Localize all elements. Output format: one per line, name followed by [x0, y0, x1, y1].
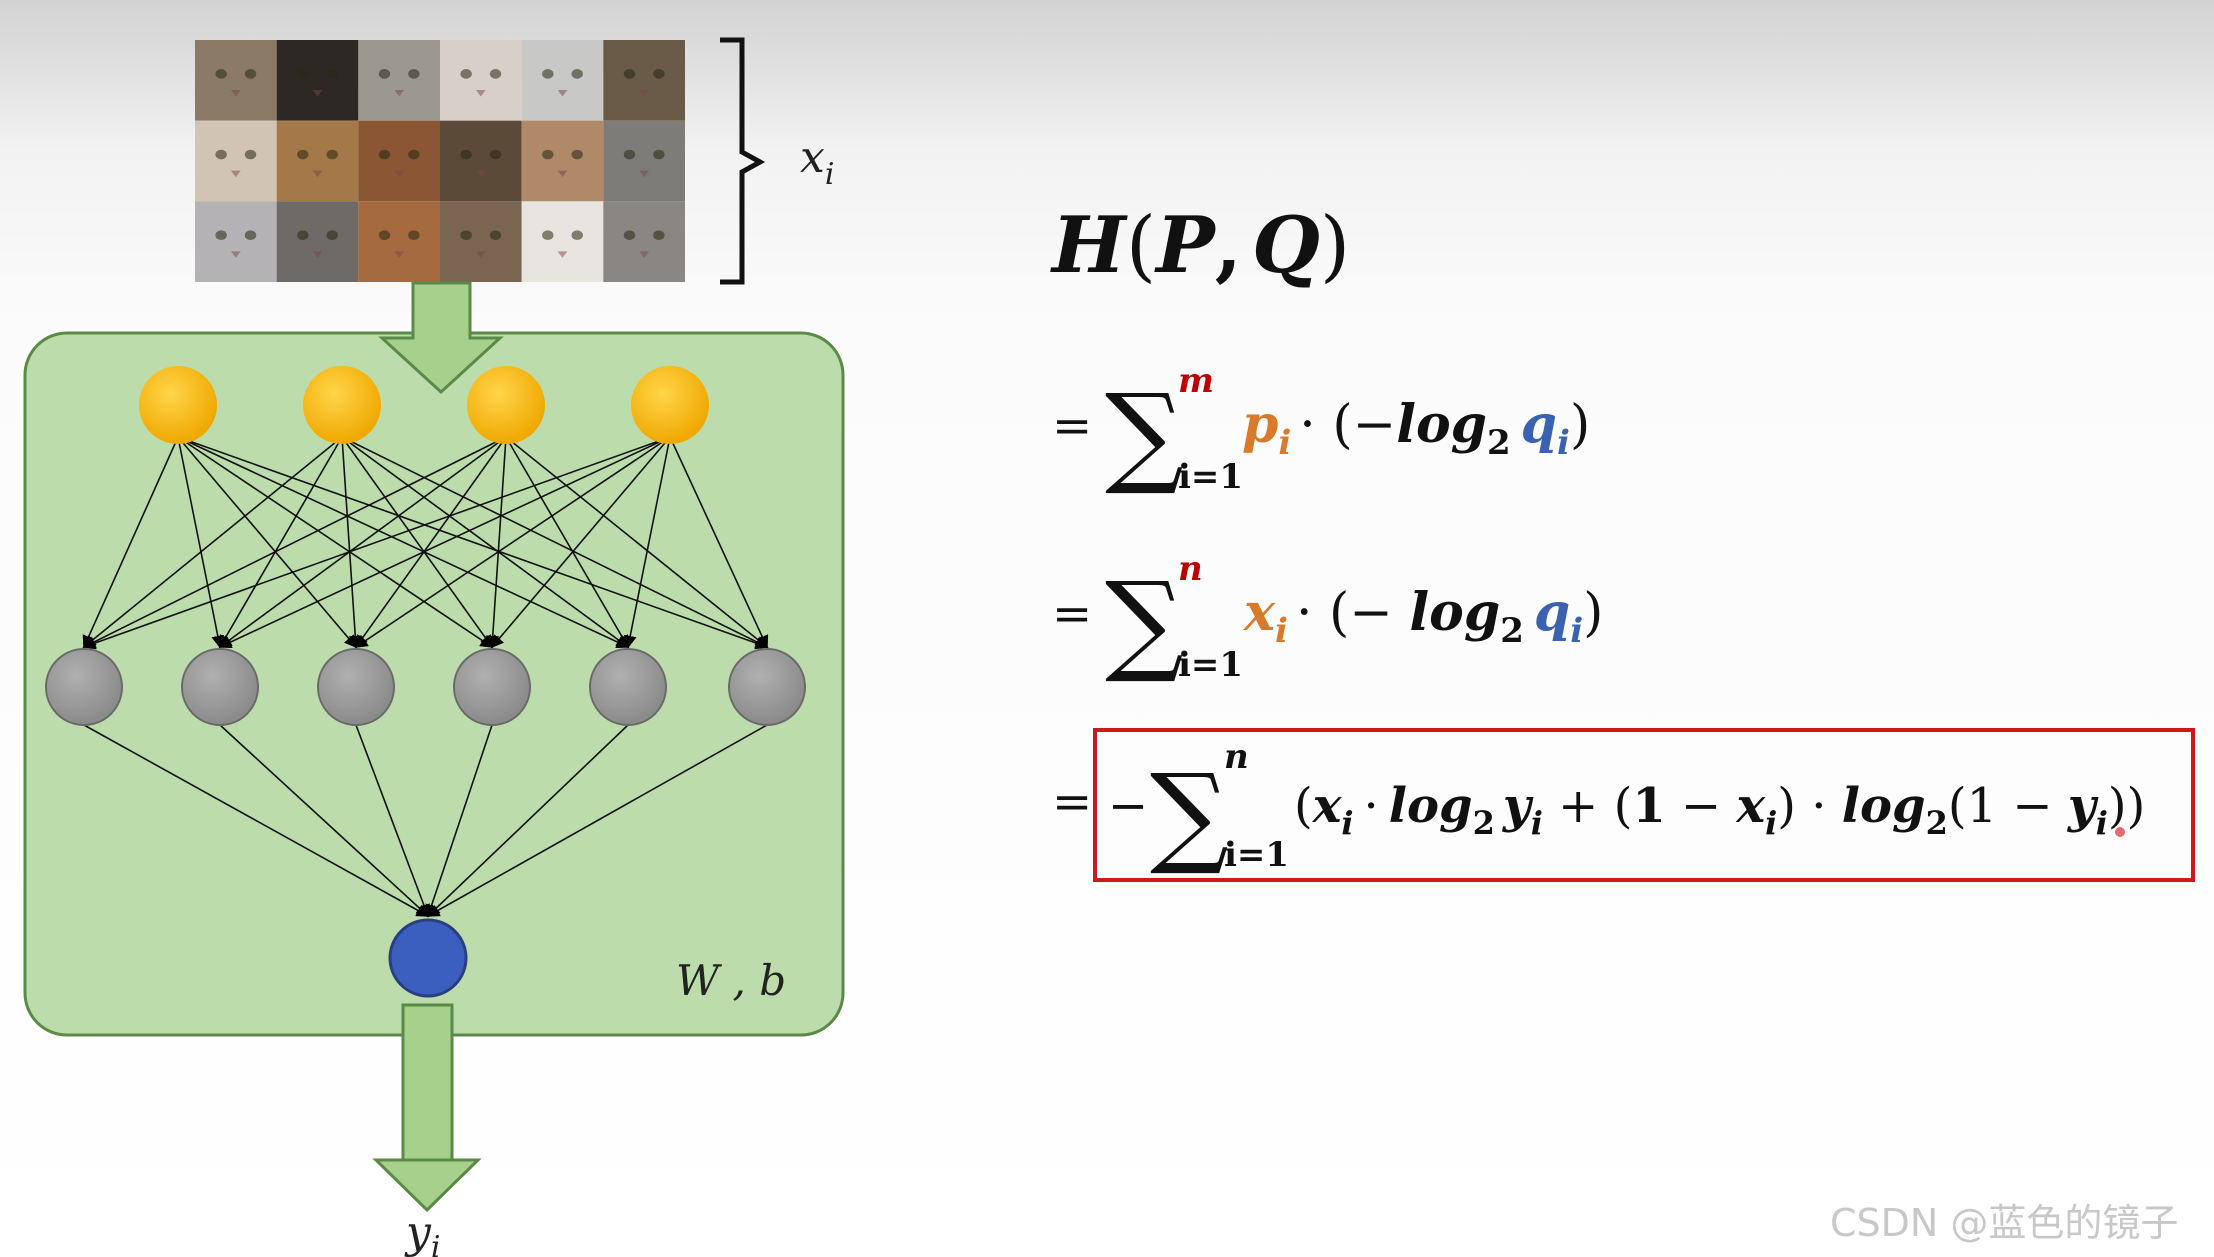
- cursor-dot: [2115, 827, 2125, 837]
- input-hidden-edge: [341, 436, 493, 649]
- hidden-node: [181, 648, 259, 726]
- svg-text:∑: ∑: [1105, 370, 1184, 498]
- input-hidden-edge: [486, 436, 507, 649]
- output-node: [388, 918, 468, 998]
- input-hidden-edge: [490, 436, 671, 649]
- svg-text:i=1: i=1: [1178, 645, 1243, 685]
- cat-photo-grid: [195, 40, 685, 282]
- cat-photo-tile: [440, 120, 522, 202]
- highlight-box: [1093, 728, 2195, 882]
- cat-photo-tile: [521, 120, 604, 202]
- input-hidden-edge: [82, 436, 671, 650]
- params-label: W , b: [676, 956, 786, 1005]
- svg-text:n: n: [1224, 737, 1249, 777]
- input-hidden-edge: [218, 436, 507, 648]
- cat-photo-tile: [440, 201, 522, 282]
- cat-photo-tile: [603, 40, 685, 121]
- hidden-output-edge: [425, 724, 493, 918]
- hidden-node: [317, 648, 395, 726]
- input-hidden-edge: [669, 436, 769, 649]
- cat-photo-tile: [276, 201, 359, 282]
- hidden-output-edge: [355, 724, 431, 918]
- hidden-node: [728, 648, 806, 726]
- input-hidden-edge: [219, 436, 343, 649]
- svg-text:=: =: [1052, 398, 1092, 454]
- input-label: xi: [800, 132, 834, 192]
- svg-text:=: =: [1052, 586, 1092, 642]
- formula-title: H(P,Q): [1050, 200, 1350, 291]
- input-hidden-edge: [82, 436, 343, 649]
- network-connections: [82, 436, 769, 918]
- output-label: yi: [404, 1207, 440, 1257]
- input-hidden-edge: [505, 436, 769, 649]
- hidden-node: [453, 648, 531, 726]
- input-hidden-edge: [218, 436, 671, 649]
- cat-photo-tile: [603, 201, 685, 282]
- input-node: [139, 366, 217, 444]
- watermark: CSDN @蓝色的镜子: [1830, 1201, 2179, 1245]
- cat-photo-tile: [195, 201, 277, 282]
- cat-photo-tile: [358, 120, 440, 202]
- hidden-output-edge: [426, 724, 768, 917]
- network-nodes: [45, 366, 806, 998]
- input-hidden-edge: [355, 436, 507, 649]
- equation-3-equals: =: [1052, 774, 1092, 830]
- input-bracket: [720, 37, 766, 285]
- cat-photo-tile: [358, 201, 440, 282]
- svg-text:i=1: i=1: [1224, 835, 1289, 875]
- cat-photo-tile: [276, 40, 359, 121]
- input-hidden-edge: [341, 436, 362, 649]
- svg-text:∑: ∑: [1105, 558, 1184, 686]
- input-hidden-edge: [177, 436, 225, 649]
- cat-photo-tile: [440, 40, 522, 121]
- hidden-output-edge: [219, 724, 430, 918]
- input-arrow: [378, 281, 504, 395]
- cat-photo-tile: [358, 40, 440, 121]
- input-hidden-edge: [82, 436, 179, 649]
- input-node: [303, 366, 381, 444]
- svg-text:n: n: [1178, 549, 1203, 589]
- cat-photo-tile: [521, 40, 604, 121]
- input-hidden-edge: [354, 436, 671, 648]
- hidden-output-edge: [426, 724, 629, 918]
- cat-photo-tile: [195, 40, 277, 121]
- input-hidden-edge: [341, 436, 630, 648]
- input-node: [631, 366, 709, 444]
- hidden-node: [589, 648, 667, 726]
- input-hidden-edge: [177, 436, 769, 650]
- cat-photo-tile: [276, 120, 359, 202]
- input-hidden-edge: [341, 436, 769, 648]
- cat-photo-tile: [603, 120, 685, 202]
- input-hidden-edge: [177, 436, 358, 649]
- hidden-output-edge: [83, 724, 430, 917]
- input-hidden-edge: [177, 436, 630, 649]
- input-hidden-edge: [505, 436, 629, 649]
- input-node: [467, 366, 545, 444]
- svg-text:−: −: [1108, 778, 1148, 834]
- input-hidden-edge: [177, 436, 494, 648]
- svg-text:∑: ∑: [1150, 750, 1229, 878]
- svg-text:m: m: [1178, 361, 1214, 401]
- hidden-node: [45, 648, 123, 726]
- cat-photo-tile: [521, 201, 604, 282]
- cat-photo-tile: [195, 120, 277, 202]
- input-hidden-edge: [82, 436, 507, 648]
- input-hidden-edge: [623, 436, 671, 649]
- svg-text:i=1: i=1: [1178, 457, 1243, 497]
- output-arrow-head: [372, 1158, 482, 1213]
